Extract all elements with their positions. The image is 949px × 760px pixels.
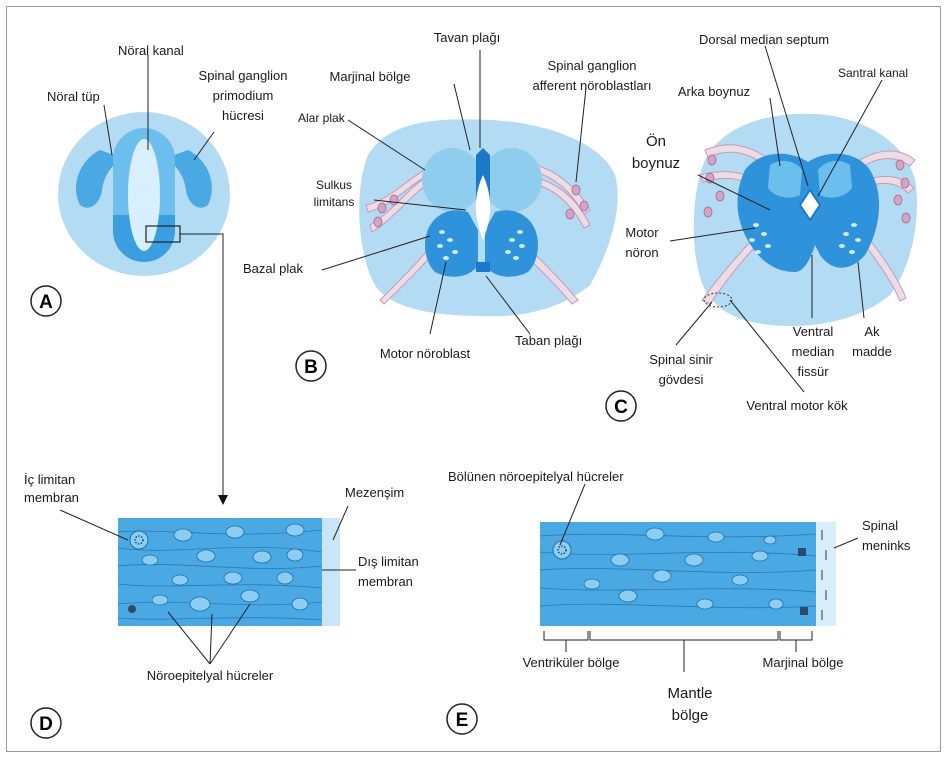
panel-letter-d: D [39,714,53,735]
panel-letter-e: E [456,710,469,731]
marginal-cell-1 [798,548,806,556]
panel-letter-b: B [304,357,318,378]
label-ventral-fissure-l2: median [792,344,835,359]
label-ganglion-l3: hücresi [222,108,264,123]
marginal-cell-2 [800,607,808,615]
alar-plate-right [482,148,542,212]
label-ganglion-l1: Spinal ganglion [199,68,288,83]
label-inner-l2: membran [24,490,79,505]
label-basal-plate: Bazal plak [243,261,303,276]
label-roof-plate: Tavan plağı [434,30,501,45]
label-central-canal: Santral kanal [838,66,908,80]
label-anterior-l1: Ön [646,132,666,150]
label-spinal-nerve-l2: gövdesi [659,372,704,387]
label-mantle-l2: bölge [672,707,709,724]
dividing-cell-e [553,541,571,559]
panel-letter-c: C [614,397,628,418]
label-meninx-l1: Spinal [862,518,898,533]
label-posterior-horn: Arka boynuz [678,84,750,99]
label-alar-plate: Alar plak [298,111,346,125]
label-outer-l1: Dış limitan [358,554,419,569]
label-mesenchyme: Mezenşim [345,485,404,500]
panel-d: İç limitan membran Mezenşim Dış limitan … [24,472,419,738]
label-motor-neuron-l1: Motor [625,225,659,240]
bracket-ventricular [544,631,588,640]
label-dividing: Bölünen nöroepitelyal hücreler [448,469,624,484]
bracket-mantle [590,631,778,640]
label-marginal-e: Marjinal bölge [763,655,844,670]
dividing-cell-d [130,531,148,549]
panel-c: Dorsal median septum Arka boynuz Santral… [606,32,917,421]
label-inner-l1: İç limitan [24,472,75,487]
label-sulcus-l2: limitans [314,195,355,209]
alar-plate-left [422,148,482,212]
label-afferent-l2: afferent nöroblastları [533,78,652,93]
label-marginal-zone-b: Marjinal bölge [330,69,411,84]
label-ventral-fissure-l3: fissür [797,364,829,379]
label-ganglion-l2: primodium [213,88,274,103]
panel-letter-a: A [39,292,53,313]
panel-e: Bölünen nöroepitelyal hücreler Spinal me… [447,469,911,734]
label-neuroepithelial: Nöroepitelyal hücreler [147,668,274,683]
label-afferent-l1: Spinal ganglion [548,58,637,73]
label-motor-neuron-l2: nöron [625,245,658,260]
label-sulcus-l1: Sulkus [316,178,352,192]
label-ventral-fissure-l1: Ventral [793,324,834,339]
label-white-matter-l1: Ak [864,324,880,339]
label-ventral-root: Ventral motor kök [746,398,848,413]
label-outer-l2: membran [358,574,413,589]
neural-canal [128,139,160,251]
label-anterior-l2: boynuz [632,155,680,172]
bracket-marginal [780,631,812,640]
small-cell-d [128,605,136,613]
label-motor-neuroblast: Motor nöroblast [380,346,471,361]
label-dorsal-septum: Dorsal median septum [699,32,829,47]
label-neural-canal: Nöral kanal [118,43,184,58]
label-ventricular: Ventriküler bölge [523,655,620,670]
label-white-matter-l2: madde [852,344,892,359]
label-floor-plate: Taban plağı [515,333,582,348]
label-spinal-nerve-l1: Spinal sinir [649,352,713,367]
panel-b: Tavan plağı Marjinal bölge Alar plak Sul… [243,30,652,381]
floor-plate [476,262,490,272]
posterior-horn-left [768,161,802,198]
posterior-horn-right [818,161,852,198]
label-neural-tube: Nöral tüp [47,89,100,104]
label-mantle-l1: Mantle [667,685,712,702]
label-meninx-l2: meninks [862,538,911,553]
